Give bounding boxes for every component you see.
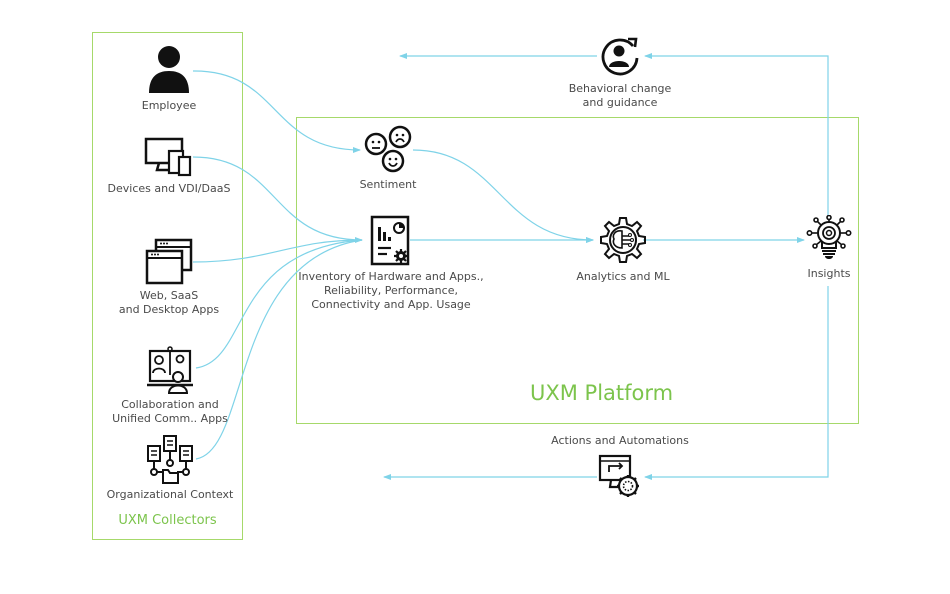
node-inventory: Inventory of Hardware and Apps., Reliabi… (296, 215, 486, 312)
collector-label: Employee (141, 99, 197, 112)
video-conference-icon (147, 346, 193, 394)
link-devices-inventory (192, 156, 363, 243)
sentiment-label: Sentiment (359, 178, 417, 191)
lightbulb-network-icon (806, 215, 852, 259)
link-insights-behavioral (644, 53, 829, 215)
actions-automations-label: Actions and Automations (551, 434, 689, 447)
user-refresh-icon (601, 37, 639, 76)
collector-devices: Devices and VDI/DaaS (96, 137, 242, 196)
uxm-platform-title: UXM Platform (530, 381, 674, 405)
collector-label: Organizational Context (106, 488, 234, 501)
collector-web-apps: Web, SaaS and Desktop Apps (104, 238, 234, 317)
monitor-gear-icon (598, 454, 639, 497)
report-gear-icon (370, 215, 410, 266)
collector-employee: Employee (104, 45, 234, 113)
emoji-faces-icon (364, 125, 412, 173)
node-analytics: Analytics and ML (568, 216, 678, 284)
link-employee-sentiment (192, 70, 361, 153)
link-sentiment-analytics (412, 149, 594, 243)
node-actions-automations: Actions and Automations (530, 434, 710, 500)
person-icon (149, 46, 189, 93)
link-collab-inventory (195, 239, 363, 369)
link-insights-actions (644, 286, 829, 480)
node-insights: Insights (794, 215, 864, 281)
link-web-inventory (192, 239, 363, 263)
collector-label: Web, SaaS and Desktop Apps (118, 289, 220, 316)
analytics-label: Analytics and ML (576, 270, 670, 283)
collector-org-context: Organizational Context (100, 435, 240, 502)
brain-gear-icon (600, 217, 646, 263)
org-chart-icon (147, 435, 193, 484)
node-behavioral-change: Behavioral change and guidance (555, 36, 685, 110)
uxm-collectors-title: UXM Collectors (118, 513, 217, 528)
app-windows-icon (145, 238, 193, 285)
collector-label: Devices and VDI/DaaS (107, 182, 231, 195)
inventory-label: Inventory of Hardware and Apps., Reliabi… (298, 270, 484, 311)
insights-label: Insights (807, 267, 851, 280)
uxm-collectors-frame (92, 32, 243, 540)
behavioral-change-label: Behavioral change and guidance (568, 82, 672, 109)
collector-label: Collaboration and Unified Comm.. Apps (112, 398, 228, 425)
node-sentiment: Sentiment (338, 125, 438, 192)
devices-icon (144, 137, 192, 177)
collector-collaboration: Collaboration and Unified Comm.. Apps (100, 345, 240, 426)
link-org-inventory (195, 239, 363, 460)
uxm-platform-frame (296, 117, 859, 424)
